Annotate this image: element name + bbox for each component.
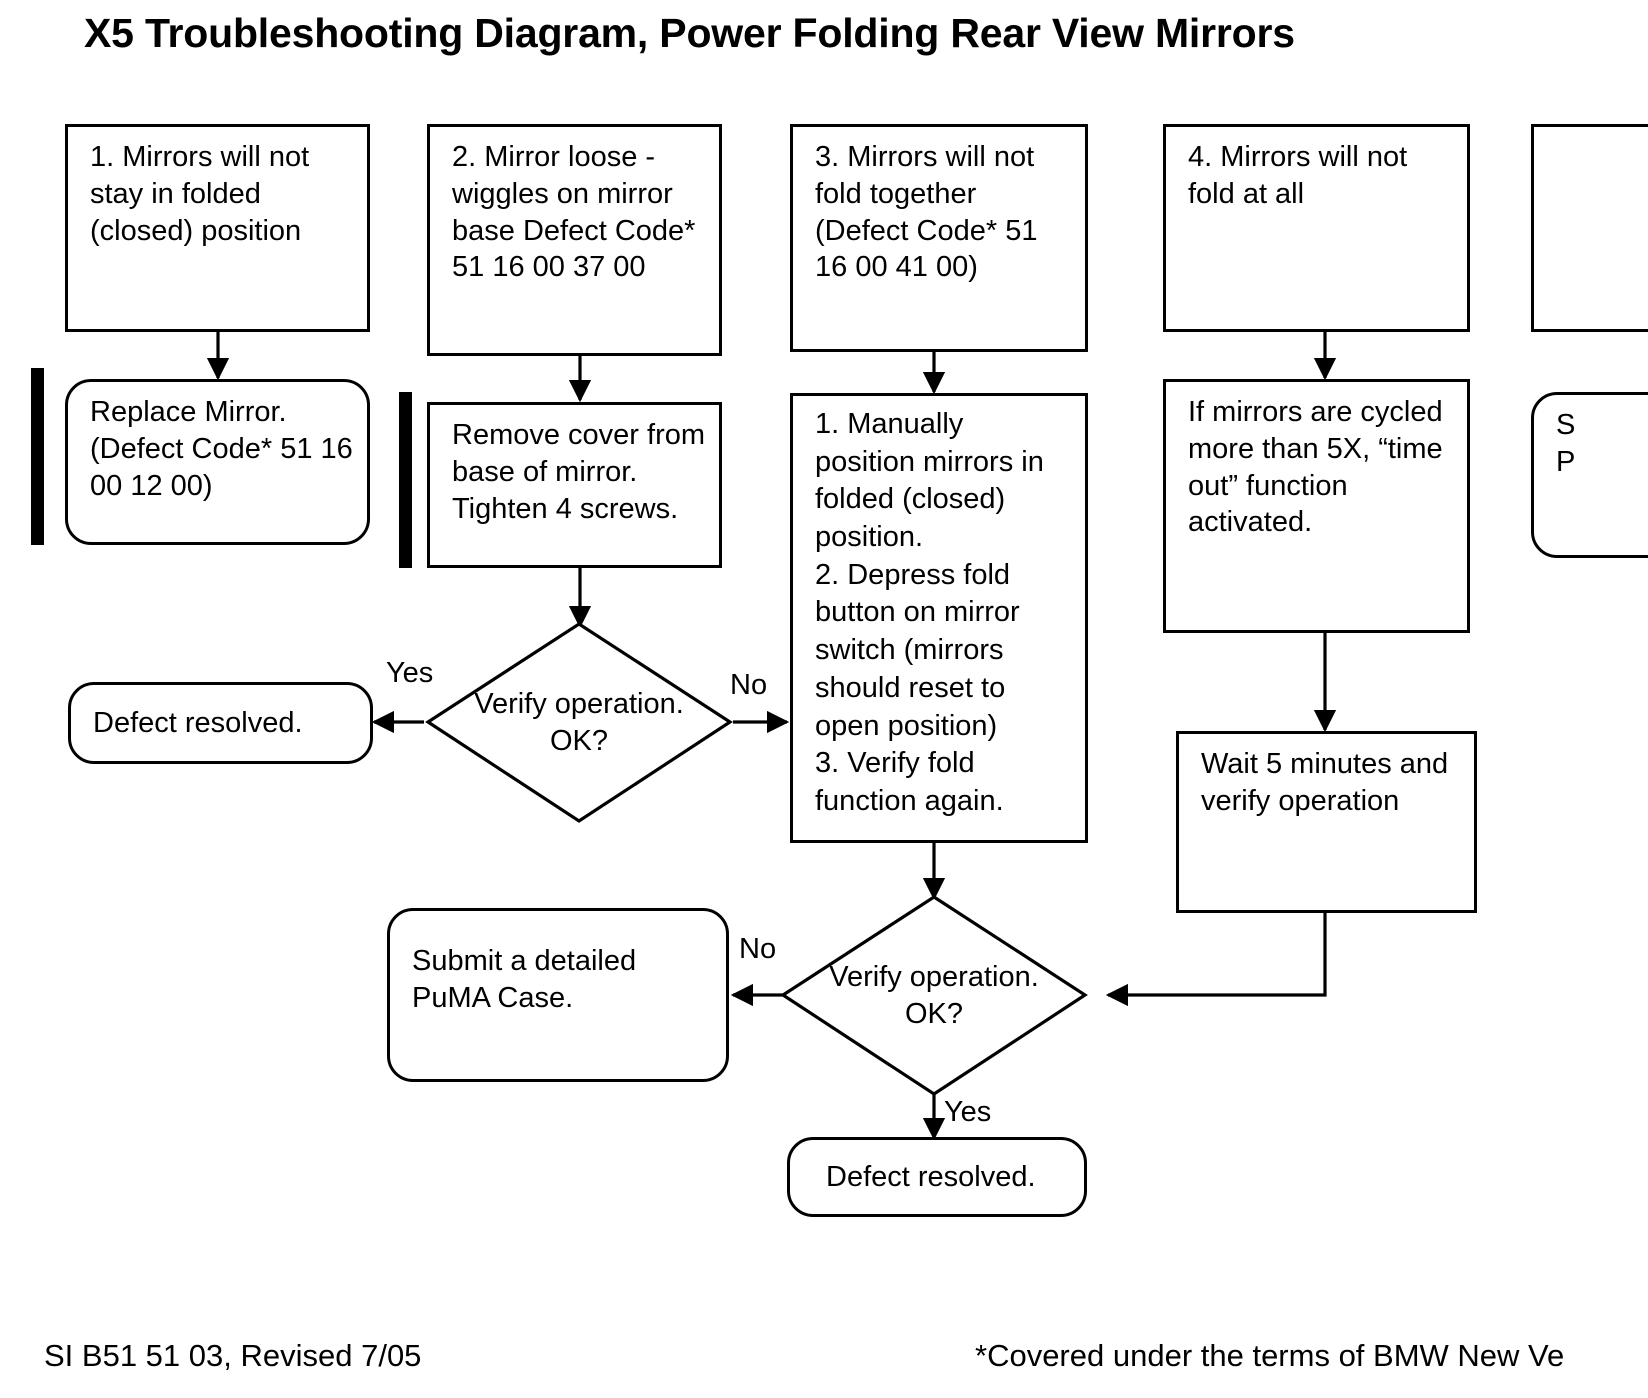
node-symptom-5[interactable] (1531, 124, 1648, 332)
decision-verify-upper-label: Verify operation. OK? (474, 687, 684, 757)
page-title: X5 Troubleshooting Diagram, Power Foldin… (84, 10, 1295, 56)
footer-left: SI B51 51 03, Revised 7/05 (44, 1338, 422, 1373)
node-symptom-3[interactable]: 3. Mirrors will not fold together (Defec… (790, 124, 1088, 352)
decision-verify-operation-upper[interactable]: Verify operation. OK? (424, 620, 734, 825)
node-submit-puma-case[interactable]: Submit a detailed PuMA Case. (387, 908, 729, 1082)
diamond-shape-lower (780, 895, 1088, 1096)
node-symptom-1[interactable]: 1. Mirrors will not stay in folded (clos… (65, 124, 370, 332)
change-bar-left (31, 368, 44, 545)
diamond-shape-upper (425, 622, 733, 823)
node-action-2[interactable]: Remove cover from base of mirror. Tighte… (427, 402, 722, 568)
node-wait-5-minutes[interactable]: Wait 5 minutes and verify operation (1176, 731, 1477, 913)
edge-label-upper-no: No (730, 669, 768, 701)
footer-right: *Covered under the terms of BMW New Ve (975, 1338, 1565, 1373)
node-symptom-4[interactable]: 4. Mirrors will not fold at all (1163, 124, 1470, 332)
edge-label-upper-yes: Yes (386, 657, 434, 689)
edge-label-lower-no: No (739, 933, 777, 965)
edge-wait-verify2 (1105, 913, 1327, 1007)
decision-verify-operation-lower[interactable]: Verify operation. OK? (779, 893, 1089, 1098)
node-action-3[interactable]: 1. Manually position mirrors in folded (… (790, 393, 1088, 843)
node-defect-resolved-upper[interactable]: Defect resolved. (68, 682, 373, 764)
edge-label-lower-yes: Yes (944, 1096, 992, 1128)
node-defect-resolved-lower[interactable]: Defect resolved. (787, 1137, 1087, 1217)
node-action-1[interactable]: Replace Mirror. (Defect Code* 51 16 00 1… (65, 379, 370, 545)
decision-verify-lower-label: Verify operation. OK? (829, 960, 1039, 1030)
change-bar-middle (399, 392, 412, 568)
node-symptom-2[interactable]: 2. Mirror loose - wiggles on mirror base… (427, 124, 722, 356)
node-action-5[interactable]: S P (1531, 392, 1648, 558)
node-action-4[interactable]: If mirrors are cycled more than 5X, “tim… (1163, 379, 1470, 633)
